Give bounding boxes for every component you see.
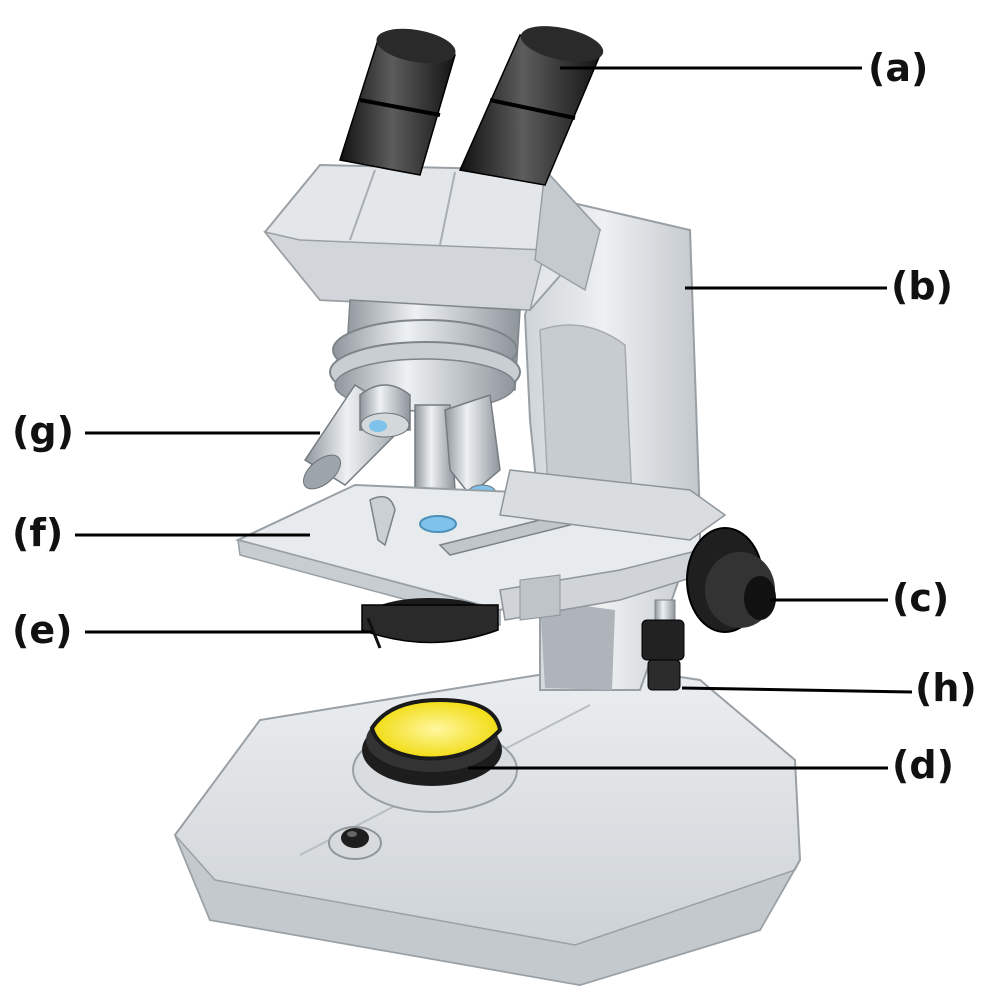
label-b: (b)	[891, 264, 953, 308]
head	[265, 165, 600, 310]
objective-middle	[360, 385, 410, 437]
label-f: (f)	[12, 511, 63, 555]
leader-h	[682, 688, 912, 692]
label-c: (c)	[892, 576, 949, 620]
label-e: (e)	[12, 608, 73, 652]
eyepieces	[340, 20, 606, 185]
eyepiece-right	[460, 20, 606, 185]
eyepiece-left	[340, 23, 458, 175]
label-h: (h)	[915, 666, 977, 710]
power-switch[interactable]	[329, 827, 381, 859]
label-g: (g)	[12, 409, 74, 453]
label-a: (a)	[868, 46, 928, 90]
condenser	[362, 598, 498, 648]
label-d: (d)	[892, 743, 954, 787]
coarse-focus-knob[interactable]	[687, 528, 776, 632]
